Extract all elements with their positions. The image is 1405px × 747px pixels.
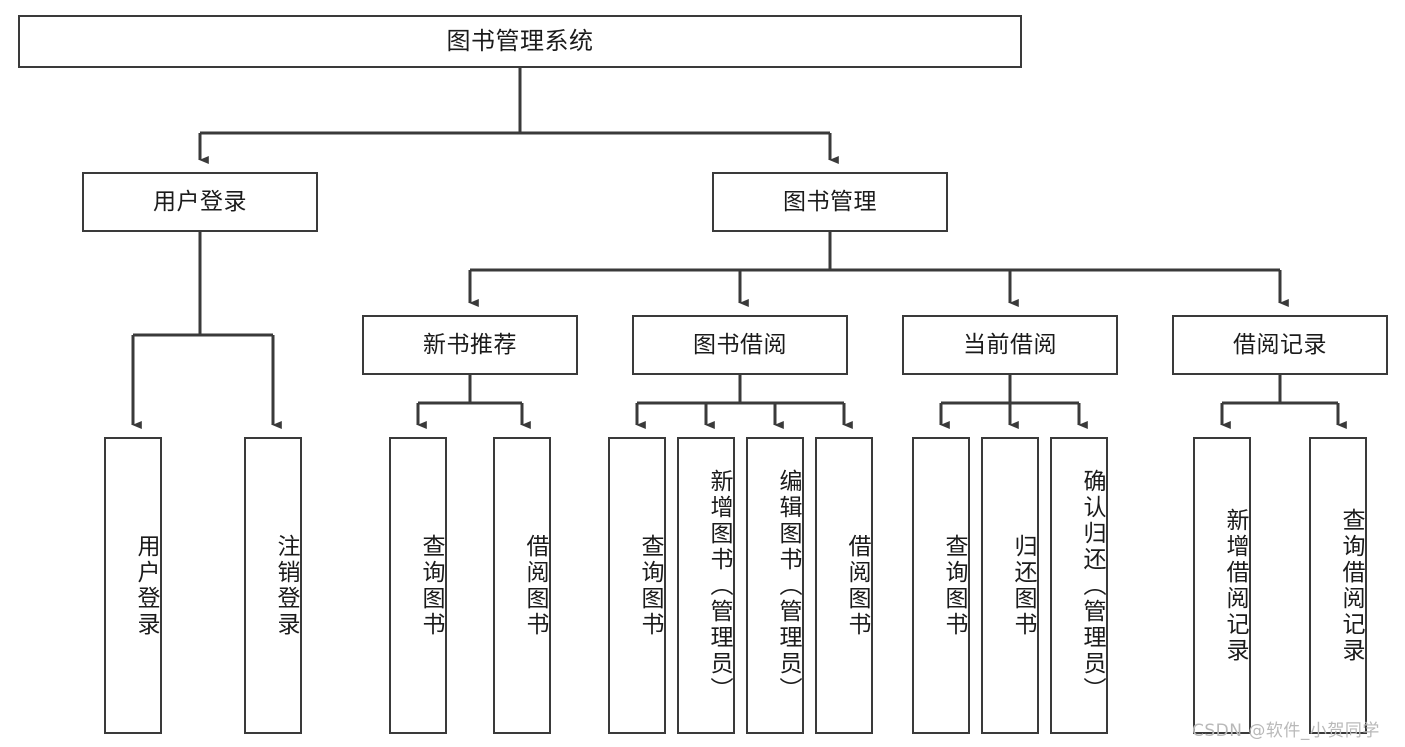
leaf-confirm-return-admin[interactable]: 确认归还（管理员） (1050, 437, 1108, 734)
node-root-book-management-system[interactable]: 图书管理系统 (18, 15, 1022, 68)
node-label: 新增借阅记录 (1222, 507, 1248, 664)
node-label: 查询图书 (941, 533, 967, 638)
node-label: 新增图书（管理员） (706, 468, 732, 703)
node-book-management[interactable]: 图书管理 (712, 172, 948, 232)
node-label: 查询借阅记录 (1338, 507, 1364, 664)
node-label: 用户登录 (153, 188, 247, 215)
node-borrowing-record[interactable]: 借阅记录 (1172, 315, 1388, 375)
leaf-logout[interactable]: 注销登录 (244, 437, 302, 734)
node-user-login[interactable]: 用户登录 (82, 172, 318, 232)
node-label: 图书管理系统 (446, 26, 594, 55)
leaf-user-login[interactable]: 用户登录 (104, 437, 162, 734)
leaf-query-borrowing-record[interactable]: 查询借阅记录 (1309, 437, 1367, 734)
leaf-borrow-book-from-new-book-recommendation[interactable]: 借阅图书 (493, 437, 551, 734)
node-label: 图书借阅 (693, 331, 787, 358)
node-label: 确认归还（管理员） (1079, 468, 1105, 703)
node-label: 查询图书 (418, 533, 444, 638)
leaf-query-book-from-new-book-recommendation[interactable]: 查询图书 (389, 437, 447, 734)
node-current-borrowing[interactable]: 当前借阅 (902, 315, 1118, 375)
node-label: 归还图书 (1010, 533, 1036, 638)
leaf-borrow-book-from-book-borrowing[interactable]: 借阅图书 (815, 437, 873, 734)
node-new-book-recommendation[interactable]: 新书推荐 (362, 315, 578, 375)
leaf-add-borrowing-record[interactable]: 新增借阅记录 (1193, 437, 1251, 734)
node-label: 查询图书 (637, 533, 663, 638)
leaf-add-book-admin[interactable]: 新增图书（管理员） (677, 437, 735, 734)
node-label: 注销登录 (273, 533, 299, 638)
node-label: 当前借阅 (963, 331, 1057, 358)
leaf-return-book[interactable]: 归还图书 (981, 437, 1039, 734)
node-label: 借阅图书 (844, 533, 870, 638)
node-label: 新书推荐 (423, 331, 517, 358)
node-label: 图书管理 (783, 188, 877, 215)
leaf-edit-book-admin[interactable]: 编辑图书（管理员） (746, 437, 804, 734)
leaf-query-book-from-book-borrowing[interactable]: 查询图书 (608, 437, 666, 734)
node-label: 借阅图书 (522, 533, 548, 638)
node-label: 用户登录 (133, 533, 159, 638)
node-label: 编辑图书（管理员） (775, 468, 801, 703)
leaf-query-book-from-current-borrowing[interactable]: 查询图书 (912, 437, 970, 734)
node-book-borrowing[interactable]: 图书借阅 (632, 315, 848, 375)
node-label: 借阅记录 (1233, 331, 1327, 358)
